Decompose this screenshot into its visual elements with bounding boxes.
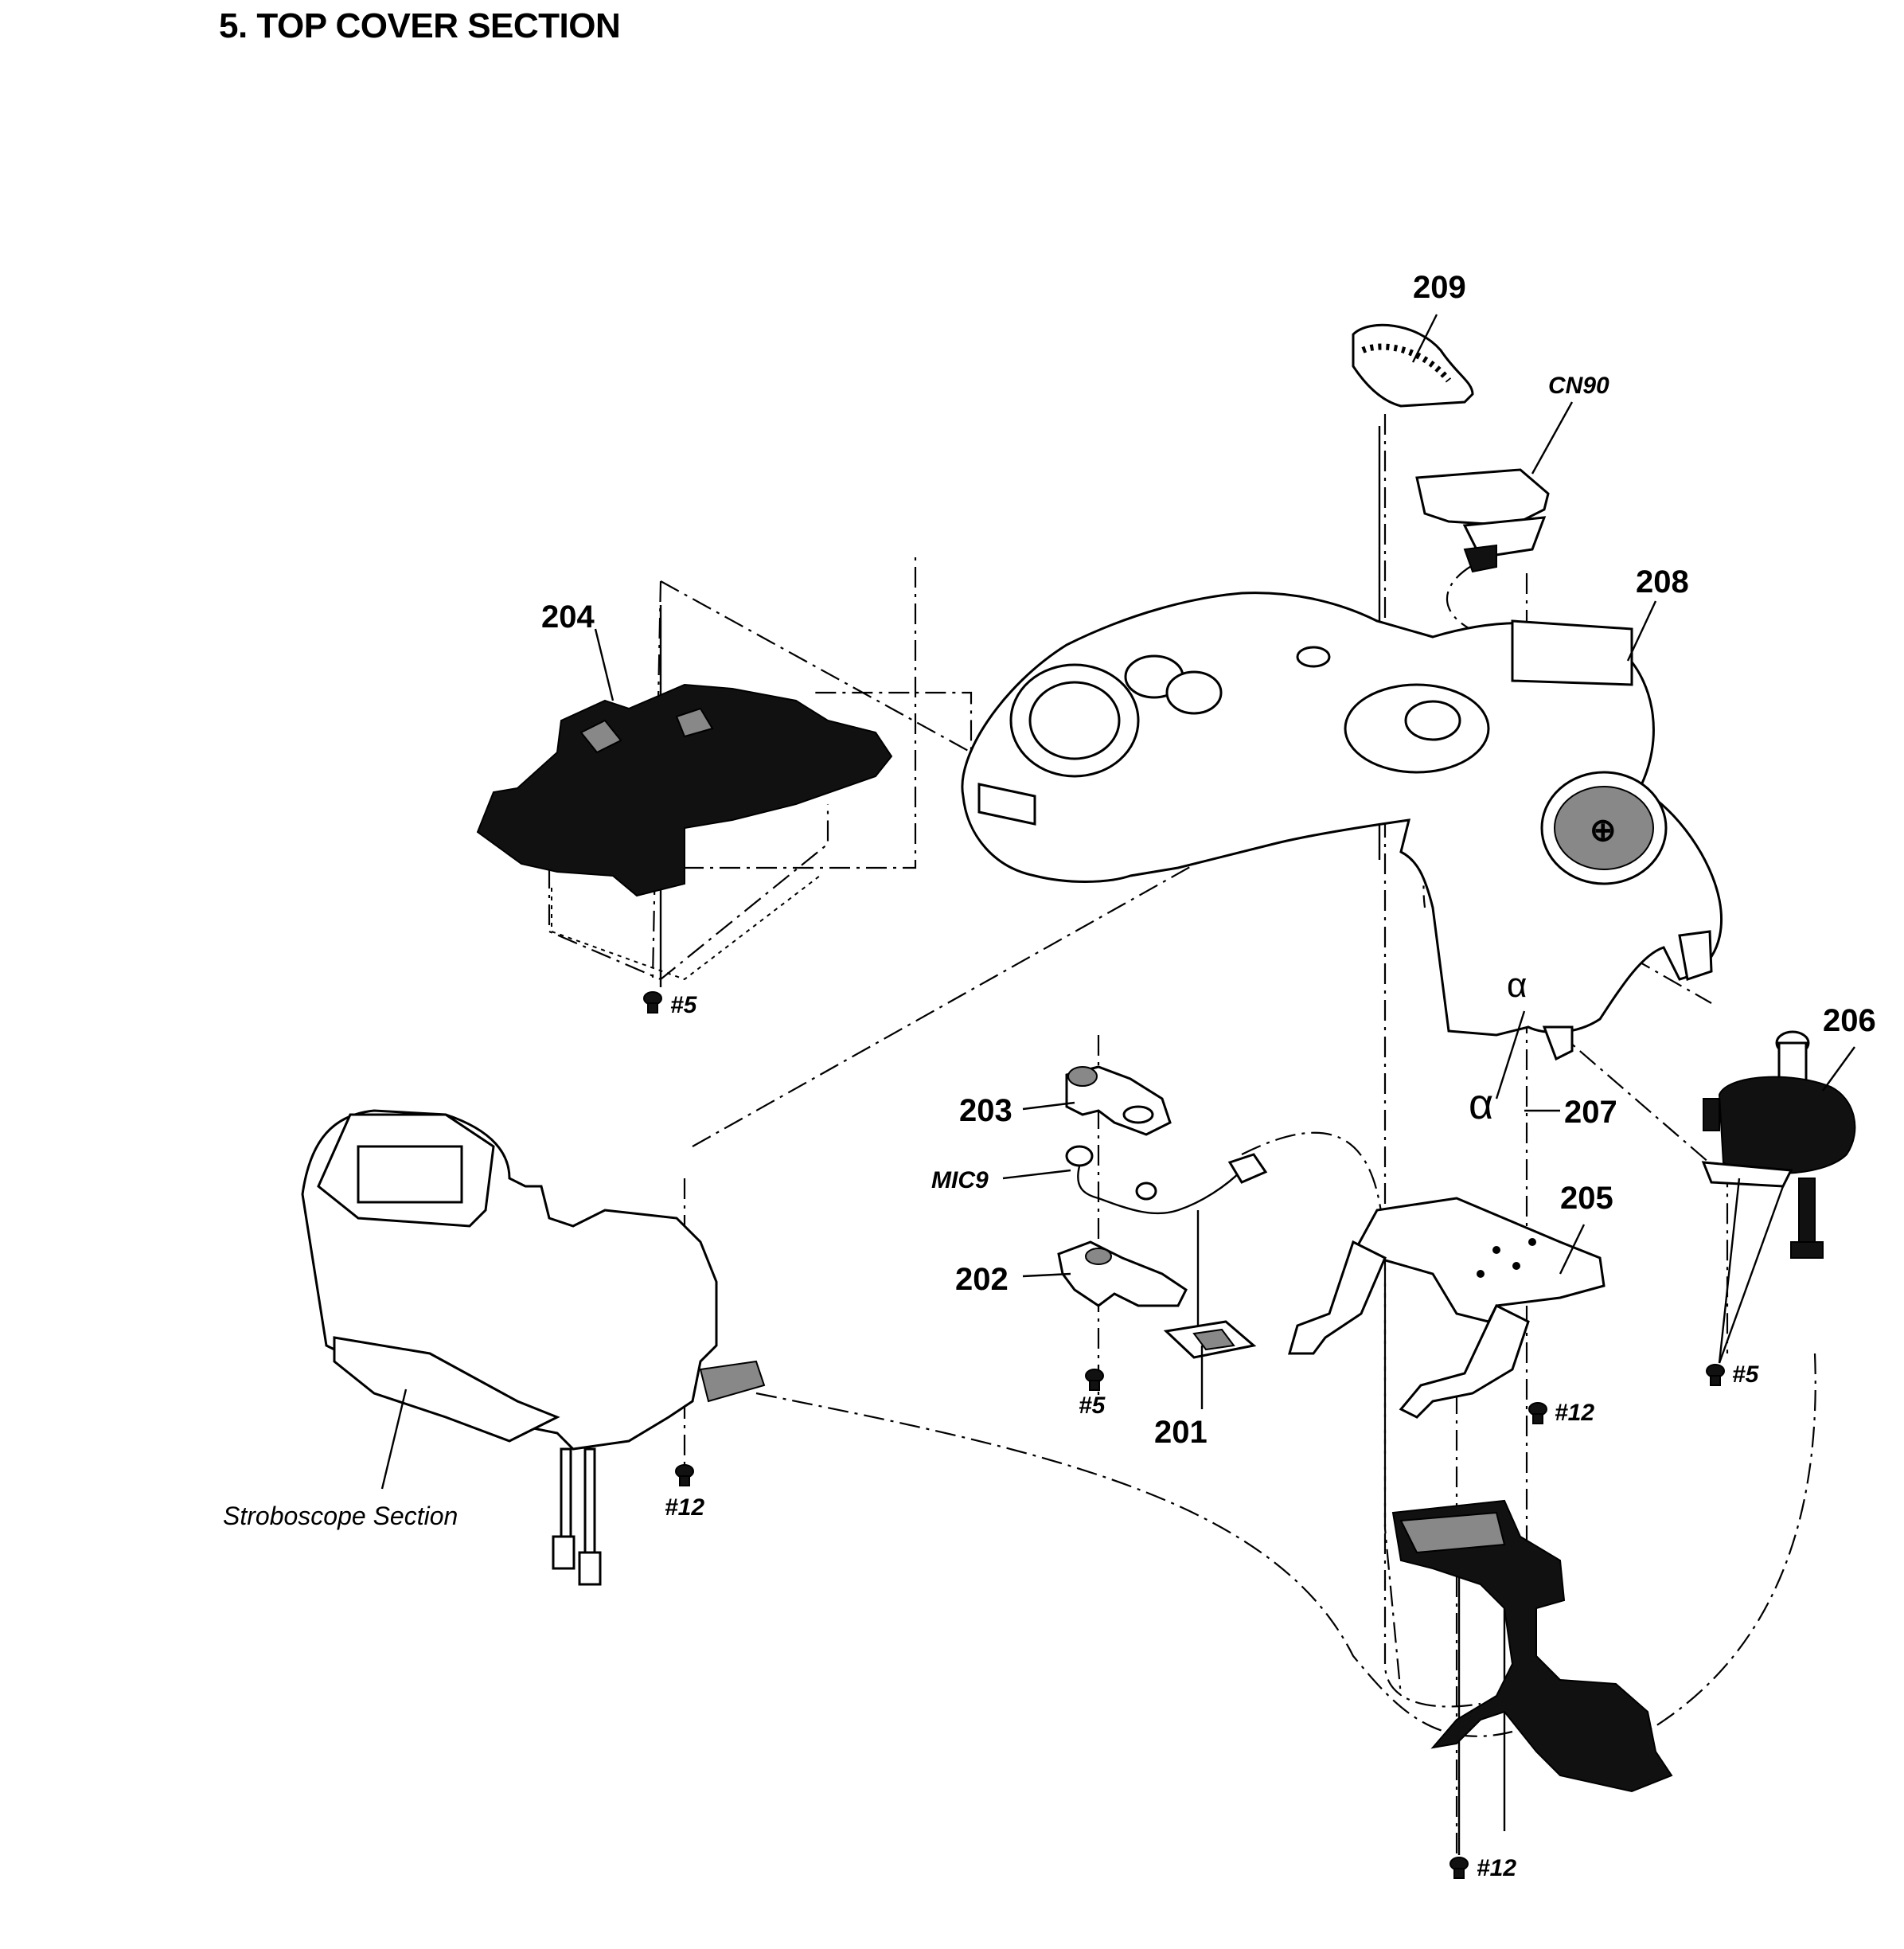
alpha-badge-207: α — [1469, 1080, 1493, 1128]
alpha-logo-mark: α — [1507, 966, 1527, 1005]
label-201: 201 — [1154, 1415, 1208, 1450]
label-209: 209 — [1413, 270, 1466, 305]
label-leaders — [380, 314, 1855, 1490]
flex-board-lower — [1391, 1499, 1673, 1793]
screw-5-dial — [1706, 1364, 1725, 1386]
label-207: 207 — [1564, 1095, 1617, 1130]
part-203-mic-holder — [1065, 1065, 1172, 1136]
label-205: 205 — [1560, 1181, 1613, 1216]
label-208: 208 — [1636, 564, 1689, 600]
section-title: 5. TOP COVER SECTION — [219, 6, 621, 45]
label-203: 203 — [959, 1093, 1012, 1128]
part-201-pad — [1163, 1320, 1257, 1359]
label-screw-5-dial: #5 — [1732, 1361, 1760, 1388]
label-stroboscope-section: Stroboscope Section — [223, 1502, 458, 1530]
part-202-mic-holder — [1057, 1240, 1188, 1307]
label-206: 206 — [1823, 1003, 1876, 1038]
part-209-grip-cover — [1352, 323, 1474, 408]
screw-12-bracket — [1528, 1402, 1547, 1424]
label-screw-12-strobe: #12 — [665, 1494, 704, 1521]
stroboscope-section — [301, 1109, 766, 1586]
part-204-board — [476, 683, 893, 981]
label-cn90: CN90 — [1548, 373, 1609, 399]
part-206-dial-assembly — [1701, 1030, 1856, 1259]
label-screw-5-mic: #5 — [1079, 1392, 1106, 1419]
label-204: 204 — [541, 600, 595, 635]
part-mic9-cable — [1065, 1145, 1268, 1215]
label-202: 202 — [955, 1262, 1009, 1297]
part-205-bracket — [1288, 1197, 1606, 1419]
label-screw-12-bottom: #12 — [1477, 1855, 1516, 1881]
screw-12-bottom — [1449, 1857, 1469, 1879]
screw-5-mic — [1085, 1369, 1104, 1391]
screw-12-strobe — [675, 1464, 694, 1486]
labels: 204 209 CN90 208 206 207 α 203 MIC9 202 … — [223, 270, 1876, 1881]
part-cn90-hot-shoe — [1415, 468, 1550, 573]
screws — [643, 991, 1725, 1879]
label-screw-5-top: #5 — [670, 992, 698, 1018]
label-mic9: MIC9 — [931, 1167, 989, 1193]
part-208-top-cover: ⊕ α — [961, 592, 1723, 1061]
screw-5-top — [643, 991, 662, 1014]
svg-text:⊕: ⊕ — [1590, 813, 1617, 848]
label-screw-12-bracket: #12 — [1555, 1400, 1594, 1426]
